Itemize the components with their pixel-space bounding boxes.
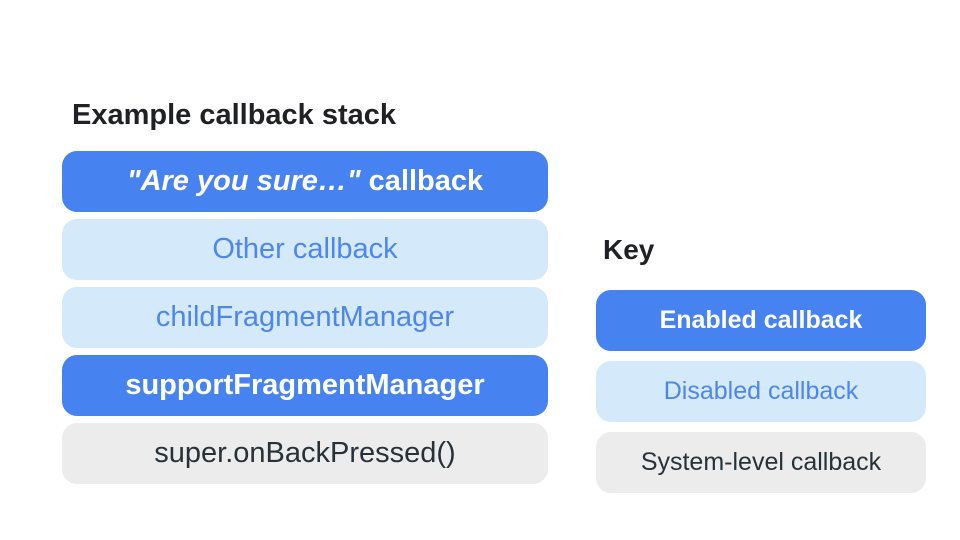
callback-box-support-fragment-manager: supportFragmentManager <box>62 355 548 416</box>
callback-box-label: supportFragmentManager <box>125 369 485 401</box>
stack-title: Example callback stack <box>72 99 397 131</box>
callback-box-label: childFragmentManager <box>155 301 455 333</box>
callback-box-label: Other callback <box>212 233 398 265</box>
key-legend-section: Key Enabled callback Disabled callback S… <box>596 233 926 503</box>
key-item-enabled-callback: Enabled callback <box>596 290 926 351</box>
callback-box-label-rest: callback <box>360 165 484 197</box>
key-item-label: Disabled callback <box>663 377 859 405</box>
key-item-system-level-callback: System-level callback <box>596 432 926 493</box>
callback-box-label-italic: "Are you sure…" <box>126 165 361 197</box>
callback-box-other: Other callback <box>62 219 548 280</box>
callback-box-are-you-sure: "Are you sure…" callback <box>62 151 548 212</box>
callback-box-label: super.onBackPressed() <box>154 437 456 469</box>
callback-stack-section: Example callback stack "Are you sure…" c… <box>62 98 548 491</box>
callback-box-child-fragment-manager: childFragmentManager <box>62 287 548 348</box>
key-title: Key <box>603 234 655 265</box>
key-item-disabled-callback: Disabled callback <box>596 361 926 422</box>
key-item-label: Enabled callback <box>659 306 863 334</box>
callback-box-super-onbackpressed: super.onBackPressed() <box>62 423 548 484</box>
key-item-label: System-level callback <box>640 448 882 476</box>
